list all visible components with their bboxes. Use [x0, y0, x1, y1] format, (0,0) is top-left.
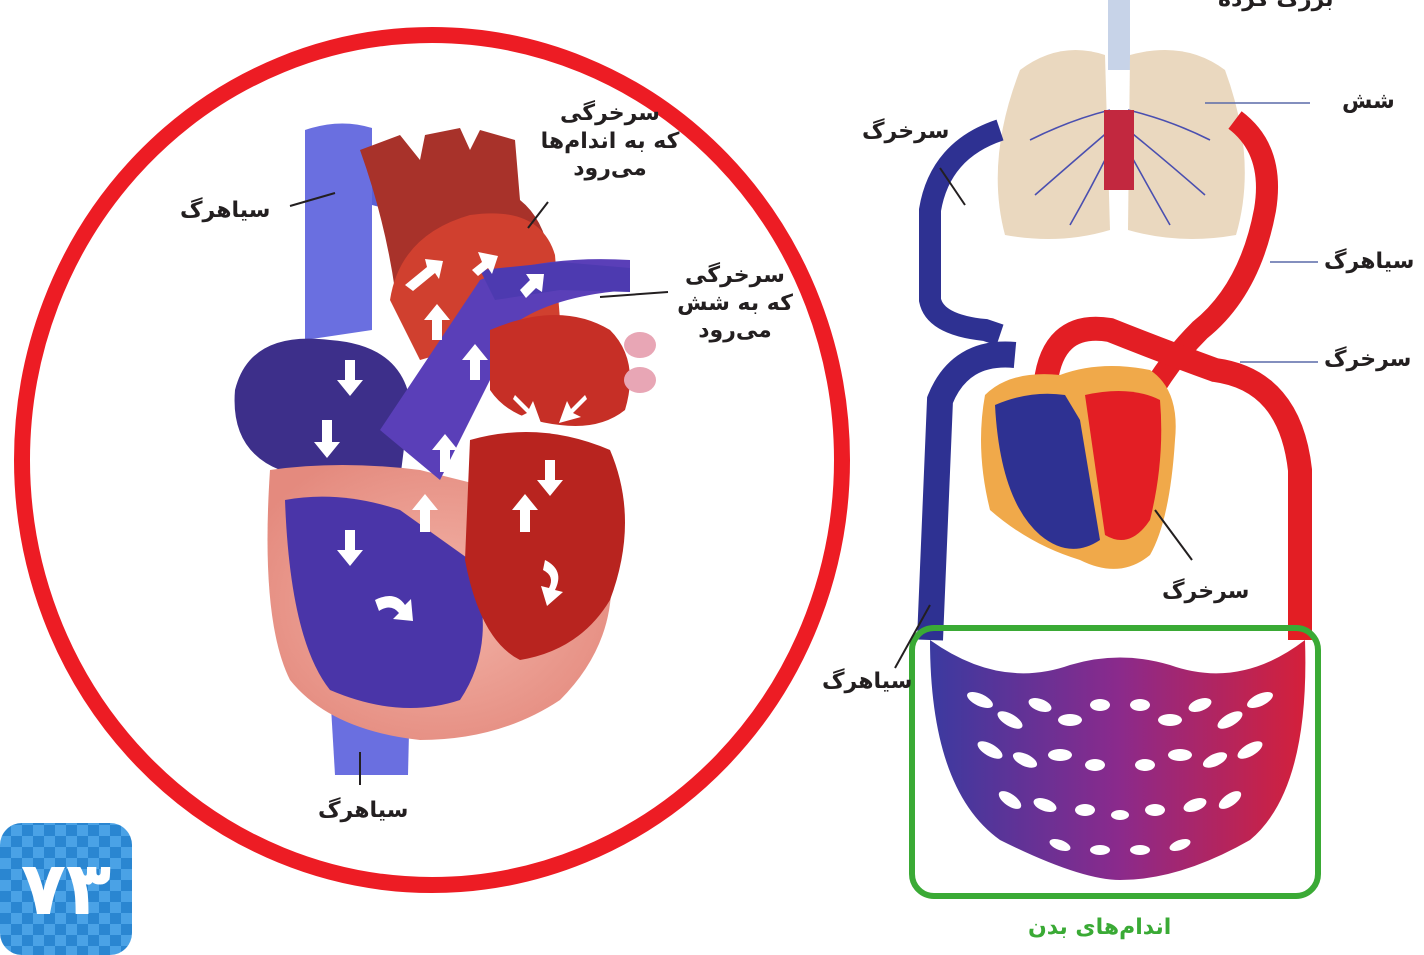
heart-vein-label-top: سیاهرگ [180, 197, 270, 225]
heart-aorta-label-line2: که به اندام‌ها [520, 128, 700, 156]
heart-pulmonary-label: سرخرگی که به شش می‌رود [660, 262, 810, 345]
heart-pulmonary-label-line2: که به شش [660, 290, 810, 318]
artery-label-heart: سرخرگ [1162, 578, 1249, 606]
heart-aorta-label-line1: سرخرگی [520, 100, 700, 128]
heart-illustration [235, 123, 668, 785]
circulation-diagram [895, 0, 1318, 896]
heart-aorta-label-line3: می‌رود [520, 155, 700, 183]
heart-pulmonary-label-line3: می‌رود [660, 317, 810, 345]
artery-label-right: سرخرگ [1324, 346, 1411, 374]
lung-label: شش [1342, 88, 1395, 116]
vein-label-left: سیاهرگ [822, 668, 912, 696]
body-organs-label: اندام‌های بدن [1028, 914, 1171, 942]
vein-label-right: سیاهرگ [1324, 248, 1414, 276]
page-number: ۷۳ [0, 823, 132, 955]
heart-vein-label-bottom: سیاهرگ [318, 797, 408, 825]
heart-pulmonary-label-line1: سرخرگی [660, 262, 810, 290]
heart-aorta-label: سرخرگی که به اندام‌ها می‌رود [520, 100, 700, 183]
circulation-top-cut-label: بزرگ کرده [1218, 0, 1334, 14]
artery-label-left: سرخرگ [862, 118, 949, 146]
